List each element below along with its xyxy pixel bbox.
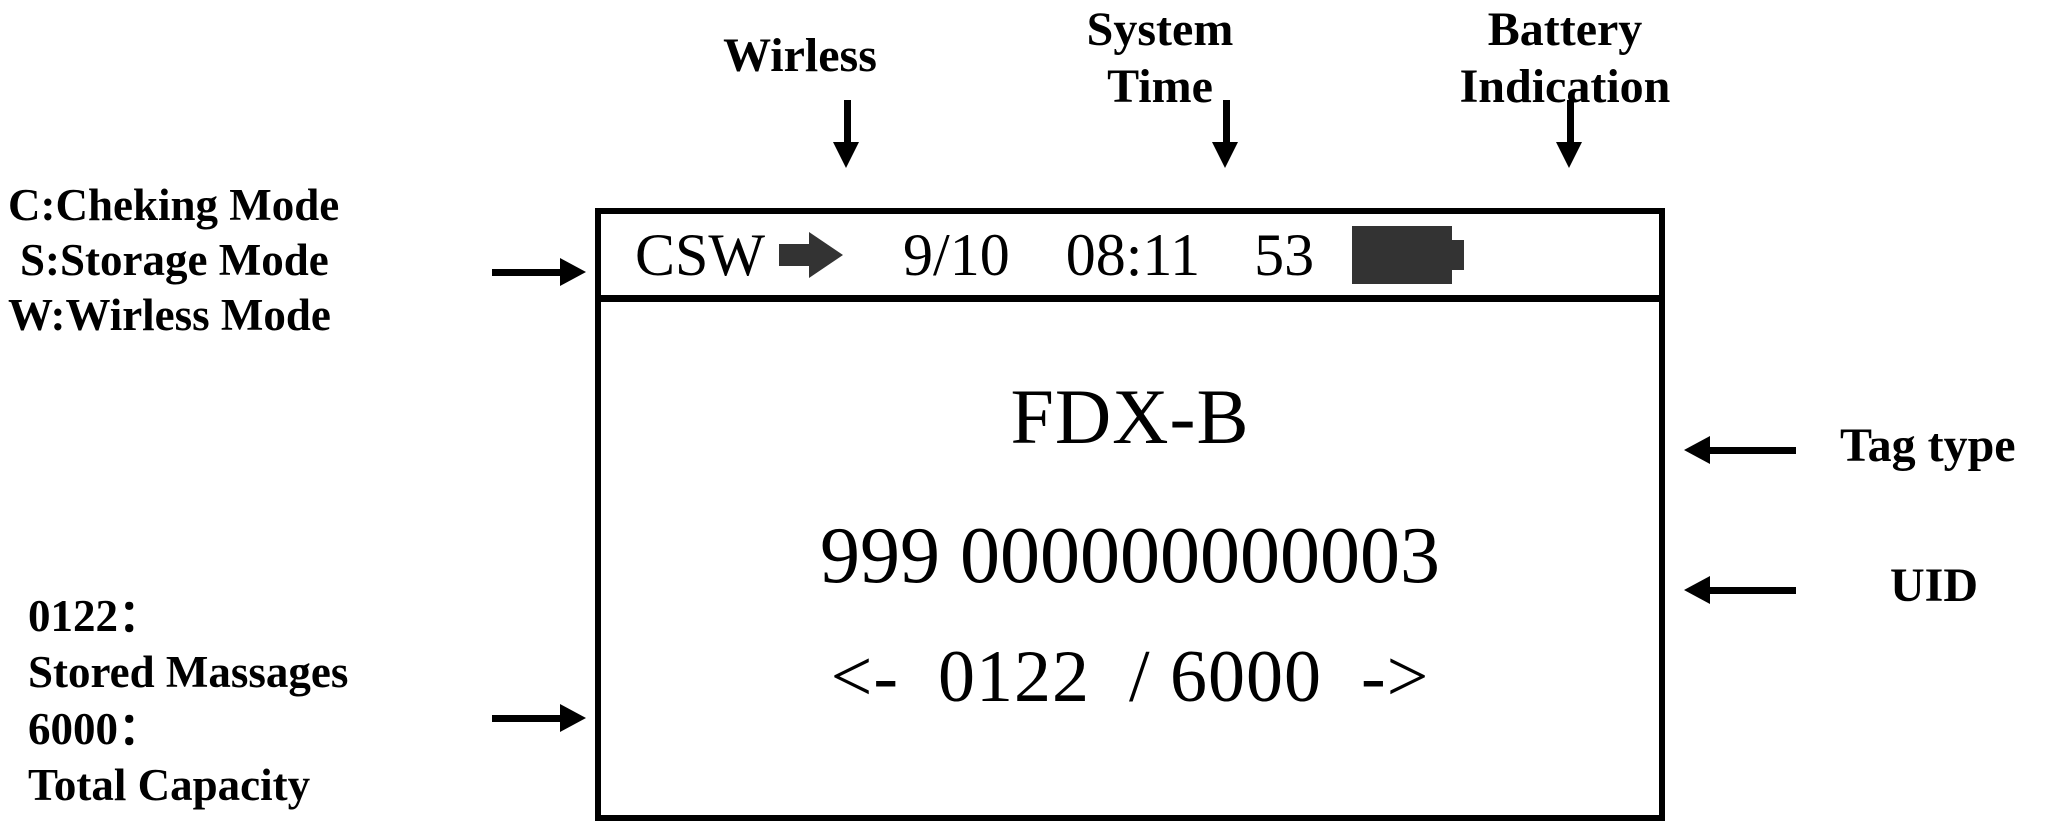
arrow-head [1556, 142, 1582, 168]
annotation-label-tag-type: Tag type [1840, 419, 2016, 472]
wireless-icon-tip [809, 231, 844, 278]
arrow-left-icon-uid [1684, 576, 1796, 606]
mode-legend-line-checking: C:Cheking Mode [8, 180, 340, 230]
arrow-shaft [492, 715, 564, 722]
arrow-head [1684, 436, 1710, 464]
stored-messages-key: 0122： [28, 591, 164, 641]
capacity-legend: 0122： Stored Massages 6000： Total Capaci… [28, 588, 438, 813]
annotation-label-uid: UID [1890, 559, 1979, 612]
arrow-down-icon-system-time [1212, 100, 1238, 168]
battery-icon-body [1352, 225, 1453, 284]
lcd-content-area: FDX-B 999 000000000003 <- 0122 / 6000 -> [601, 378, 1659, 831]
annotation-label-system-time: System Time [1086, 3, 1234, 113]
wireless-arrow-icon [779, 231, 844, 278]
arrow-head [1212, 142, 1238, 168]
arrow-shaft [1567, 100, 1574, 146]
total-capacity-key: 6000： [28, 703, 164, 754]
arrow-head [833, 142, 859, 168]
mode-legend-line-storage: S:Storage Mode [20, 234, 329, 285]
arrow-shaft [1708, 587, 1796, 594]
annotation-label-battery-indication: Battery Indication [1459, 3, 1671, 113]
arrow-shaft [492, 269, 564, 276]
mode-flags-indicator: CSW [635, 221, 766, 288]
wireless-icon-tail [779, 243, 814, 266]
arrow-shaft [1708, 447, 1796, 454]
battery-icon [1352, 225, 1466, 284]
uid-value: 999 000000000003 [820, 512, 1440, 600]
record-navigation: <- 0122 / 6000 -> [830, 636, 1430, 718]
system-time: 08:11 [1065, 221, 1201, 288]
stored-messages-label: Stored Massages [28, 647, 349, 698]
battery-icon-nub [1452, 239, 1465, 270]
arrow-head [1684, 576, 1710, 604]
system-date: 9/10 [903, 221, 1010, 288]
total-capacity-label: Total Capacity [28, 759, 311, 810]
device-lcd-screen: CSW 9/10 08:11 53 FDX-B 999 000000000003… [595, 208, 1665, 821]
arrow-left-icon-tag-type [1684, 436, 1796, 466]
annotation-label-wireless: Wirless [723, 29, 877, 82]
arrow-shaft [844, 100, 851, 146]
arrow-right-icon-capacity [492, 704, 588, 734]
arrow-right-icon-modes [492, 258, 588, 288]
arrow-down-icon-wireless [833, 100, 859, 168]
mode-legend-line-wireless: W:Wirless Mode [8, 289, 331, 340]
arrow-head [560, 258, 586, 286]
status-bar: CSW 9/10 08:11 53 [601, 214, 1659, 302]
arrow-head [560, 704, 586, 732]
tag-type-value: FDX-B [1010, 373, 1250, 460]
arrow-down-icon-battery [1556, 100, 1582, 168]
mode-legend: C:Cheking Mode S:Storage Mode W:Wirless … [8, 178, 438, 343]
arrow-shaft [1223, 100, 1230, 146]
battery-level-value: 53 [1254, 221, 1315, 288]
